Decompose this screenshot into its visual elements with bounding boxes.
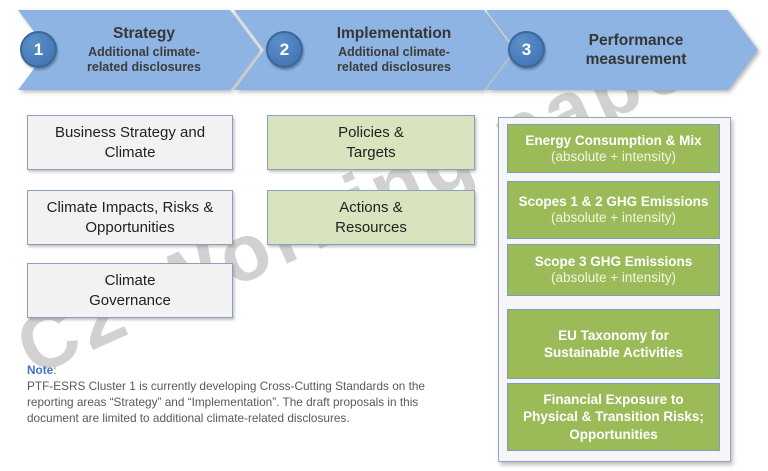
step-number-2: 2: [279, 39, 290, 59]
chevron-shape-strategy: [18, 10, 260, 90]
box-climate-impacts-risks-opportunities: Climate Impacts, Risks & Opportunities: [27, 190, 233, 245]
step-title-strategy: Strategy: [112, 25, 176, 43]
step-strategy: 1 Strategy Additional climate- related d…: [18, 10, 260, 90]
note-block: Note: PTF-ESRS Cluster 1 is currently de…: [27, 363, 489, 427]
note-label: Note: [27, 363, 54, 377]
perf-title-financial-exposure: Financial Exposure to Physical & Transit…: [523, 392, 704, 442]
perf-title-eu-taxonomy: EU Taxonomy for Sustainable Activities: [543, 327, 684, 360]
step-performance: 3 Performance measurement: [486, 10, 758, 90]
note-text: PTF-ESRS Cluster 1 is currently developi…: [27, 378, 425, 425]
step-title-implementation: Implementation: [336, 25, 452, 43]
box-business-strategy-climate: Business Strategy and Climate: [27, 115, 233, 170]
step-number-1: 1: [33, 39, 44, 59]
perf-sub-scopes12: (absolute + intensity): [551, 210, 676, 226]
step-number-3: 3: [521, 39, 532, 59]
box-actions-resources: Actions & Resources: [267, 190, 475, 245]
step-number-badge-2: 2: [266, 31, 303, 68]
performance-panel: Energy Consumption & Mix (absolute + int…: [498, 117, 731, 462]
note-heading: Note:: [27, 363, 489, 379]
step-number-badge-1: 1: [20, 31, 57, 68]
perf-title-energy: Energy Consumption & Mix: [525, 132, 702, 148]
box-financial-exposure: Financial Exposure to Physical & Transit…: [507, 383, 720, 451]
step-implementation: 2 Implementation Additional climate- rel…: [234, 10, 514, 90]
perf-sub-energy: (absolute + intensity): [551, 148, 676, 164]
box-energy-consumption-mix: Energy Consumption & Mix (absolute + int…: [507, 124, 720, 173]
perf-title-scopes12: Scopes 1 & 2 GHG Emissions: [518, 194, 709, 210]
perf-sub-scope3: (absolute + intensity): [551, 270, 676, 286]
note-colon: :: [53, 363, 57, 377]
box-climate-governance: Climate Governance: [27, 263, 233, 318]
step-number-badge-3: 3: [508, 31, 545, 68]
box-eu-taxonomy: EU Taxonomy for Sustainable Activities: [507, 309, 720, 379]
box-scopes-1-2-ghg: Scopes 1 & 2 GHG Emissions (absolute + i…: [507, 181, 720, 239]
step-subtitle-strategy: Additional climate- related disclosures: [87, 44, 201, 75]
box-policies-targets: Policies & Targets: [267, 115, 475, 170]
step-subtitle-implementation: Additional climate- related disclosures: [337, 44, 451, 75]
box-scope-3-ghg: Scope 3 GHG Emissions (absolute + intens…: [507, 244, 720, 296]
step-title-performance: Performance measurement: [585, 31, 687, 68]
perf-title-scope3: Scope 3 GHG Emissions: [534, 254, 693, 270]
